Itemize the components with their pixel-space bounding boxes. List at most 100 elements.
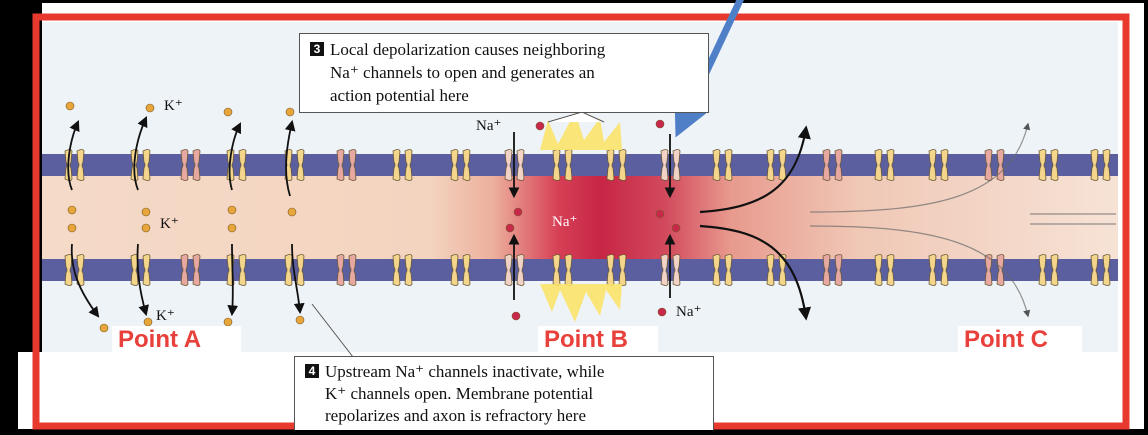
membrane-channel-top-13 — [766, 149, 787, 181]
current-arrow-bottom-1 — [699, 224, 812, 321]
axon-interior — [42, 176, 1118, 259]
k-ion-label-middle: K⁺ — [160, 216, 179, 232]
callout4-line-1: Upstream Na⁺ channels inactivate, while — [325, 362, 605, 381]
ion-dot-4 — [67, 205, 77, 215]
ion-dot-1 — [145, 103, 155, 113]
membrane-channel-top-10 — [606, 149, 627, 181]
membrane-channel-bottom-15 — [874, 254, 895, 286]
membrane-bottom — [42, 259, 1118, 281]
na-ion-label-top: Na⁺ — [476, 118, 502, 134]
current-arrow-top-1 — [699, 125, 811, 214]
ion-dot-15 — [535, 121, 545, 131]
k-efflux-arrow-6 — [136, 243, 149, 317]
ion-dot-8 — [227, 205, 237, 215]
membrane-channel-bottom-14 — [822, 254, 843, 286]
membrane-channel-top-12 — [712, 149, 733, 181]
k-efflux-arrow-8 — [291, 243, 305, 315]
k-efflux-arrow-3 — [228, 122, 241, 191]
ion-dot-3 — [285, 107, 295, 117]
membrane-channel-bottom-5 — [336, 254, 357, 286]
membrane-channel-top-16 — [928, 149, 949, 181]
k-efflux-arrow-7 — [227, 243, 239, 317]
membrane-channel-bottom-17 — [984, 254, 1005, 286]
membrane-channel-bottom-18 — [1038, 254, 1059, 286]
ion-dots — [65, 101, 681, 333]
membrane-channel-bottom-2 — [180, 254, 201, 286]
faint-current-arrows — [809, 122, 1116, 318]
depolarization-burst-bottom — [540, 284, 622, 322]
membrane-channel-bottom-19 — [1090, 254, 1111, 286]
channel-row — [64, 149, 1111, 286]
callout3-line-2: Na⁺ channels to open and generates an — [330, 63, 595, 82]
ion-dot-22 — [657, 307, 667, 317]
membrane-channel-top-7 — [450, 149, 471, 181]
membrane-channel-top-14 — [822, 149, 843, 181]
membrane-channel-top-11 — [660, 149, 681, 181]
ion-dot-5 — [67, 223, 77, 233]
membrane-channel-bottom-4 — [284, 254, 305, 286]
membrane-channel-bottom-10 — [606, 254, 627, 286]
k-ion-label-bottom: K⁺ — [156, 308, 175, 324]
ion-dot-18 — [505, 223, 515, 233]
step-3-badge: 3 — [310, 42, 324, 56]
membrane-channel-top-15 — [874, 149, 895, 181]
ion-dot-11 — [99, 323, 109, 333]
membrane-channel-top-6 — [392, 149, 413, 181]
membrane-channel-bottom-7 — [450, 254, 471, 286]
k-efflux-arrow-1 — [67, 120, 80, 191]
ion-dot-19 — [655, 209, 665, 219]
step-4-badge: 4 — [305, 364, 319, 378]
callout-step-4: 4 Upstream Na⁺ channels inactivate, while… — [294, 356, 714, 430]
membrane-channel-bottom-1 — [130, 254, 151, 286]
membrane-channel-bottom-9 — [552, 254, 573, 286]
membrane-channel-top-5 — [336, 149, 357, 181]
ion-dot-13 — [223, 317, 233, 327]
callout3-line-1: Local depolarization causes neighboring — [330, 40, 606, 59]
membrane-channel-bottom-6 — [392, 254, 413, 286]
membrane-channel-top-9 — [552, 149, 573, 181]
membrane-channel-top-3 — [226, 149, 247, 181]
ion-dot-6 — [141, 207, 151, 217]
ion-dot-7 — [141, 223, 151, 233]
callout-step-3: 3 Local depolarization causes neighboring… — [299, 33, 709, 113]
membrane-channel-top-19 — [1090, 149, 1111, 181]
ion-dot-21 — [511, 311, 521, 321]
membrane-channel-bottom-13 — [766, 254, 787, 286]
k-efflux-arrow-5 — [70, 243, 100, 318]
membrane-channel-top-8 — [504, 149, 525, 181]
ion-dot-16 — [655, 119, 665, 129]
current-arrow-bottom-2 — [809, 225, 1031, 318]
point-a-label: Point A — [112, 326, 242, 354]
membrane-channel-top-18 — [1038, 149, 1059, 181]
ion-dot-20 — [671, 223, 681, 233]
ion-dot-9 — [227, 223, 237, 233]
k-efflux-arrow-2 — [133, 116, 148, 191]
ion-dot-10 — [287, 207, 297, 217]
current-arrow-top-2 — [809, 122, 1031, 213]
na-ion-label-bottom: Na⁺ — [676, 304, 702, 320]
point-c-label: Point C — [958, 326, 1082, 354]
na-ion-label-center: Na⁺ — [552, 214, 578, 230]
ion-dot-12 — [143, 317, 153, 327]
membrane-channel-bottom-8 — [504, 254, 525, 286]
callout3-line-3: action potential here — [330, 86, 469, 105]
depolarization-burst-top — [540, 112, 622, 150]
membrane-channel-top-2 — [180, 149, 201, 181]
ion-dot-17 — [513, 207, 523, 217]
membrane-channel-top-17 — [984, 149, 1005, 181]
ion-dot-14 — [295, 315, 305, 325]
k-ion-label-top: K⁺ — [164, 98, 183, 114]
ion-dot-0 — [65, 101, 75, 111]
point-b-label: Point B — [538, 326, 658, 354]
k-efflux-arrow-4 — [284, 119, 296, 197]
ion-flow-arrows — [67, 116, 812, 321]
membrane-channel-bottom-12 — [712, 254, 733, 286]
callout4-line-2: K⁺ channels open. Membrane potential — [325, 384, 594, 403]
callout4-line-3: repolarizes and axon is refractory here — [325, 406, 587, 425]
callout4-leader — [311, 303, 361, 367]
ion-dot-2 — [223, 107, 233, 117]
membrane-channel-bottom-11 — [660, 254, 681, 286]
membrane-top — [42, 154, 1118, 176]
membrane-channel-bottom-0 — [64, 254, 85, 286]
